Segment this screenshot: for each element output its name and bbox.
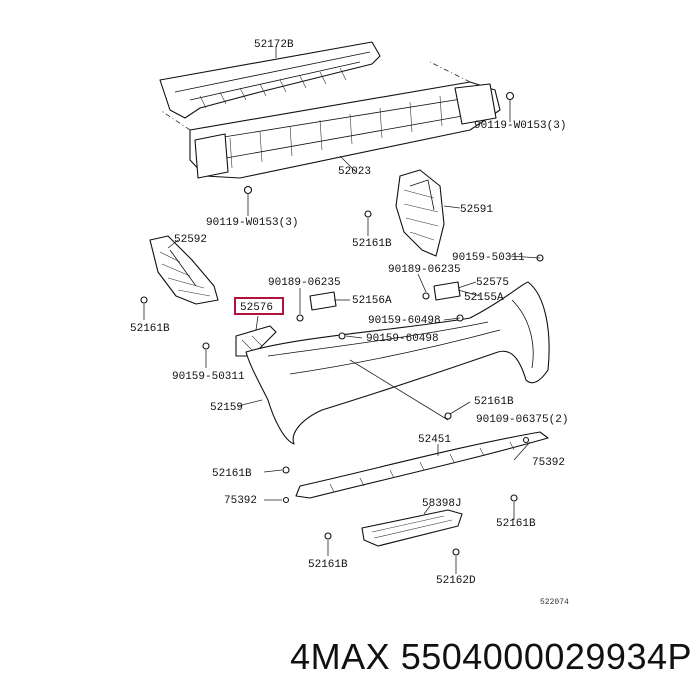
label-90119-w0153-top: 90119-W0153(3) (474, 120, 566, 132)
fasteners (140, 91, 544, 556)
label-52162d: 52162D (436, 575, 476, 587)
label-52161b-6: 52161B (308, 559, 348, 571)
label-52161b-3: 52161B (474, 396, 514, 408)
label-58398j: 58398J (422, 498, 462, 510)
label-52023: 52023 (338, 166, 371, 178)
part-labels: 52172B 90119-W0153(3) 52023 52591 90119-… (130, 39, 569, 607)
leader-lines (143, 46, 541, 574)
bracket-52156a (309, 291, 337, 311)
footer-caption: 4MAX 5504000029934P (0, 636, 700, 678)
label-75392-left: 75392 (224, 495, 257, 507)
label-90189-06235-left: 90189-06235 (268, 277, 341, 289)
bracket-52576 (235, 325, 277, 357)
label-90159-60498-a: 90159-60498 (368, 315, 441, 327)
highlight-box-52576 (234, 297, 284, 315)
label-52451: 52451 (418, 434, 451, 446)
label-90159-50311-left: 90159-50311 (172, 371, 245, 383)
bumper-cover-52159 (245, 281, 550, 445)
label-52161b-1: 52161B (352, 238, 392, 250)
label-90159-60498-b: 90159-60498 (366, 333, 439, 345)
lower-plate-58398j (361, 509, 463, 547)
label-52591: 52591 (460, 204, 493, 216)
label-52159: 52159 (210, 402, 243, 414)
retainer-52592 (149, 235, 219, 305)
label-52161b-5: 52161B (496, 518, 536, 530)
label-52156a: 52156A (352, 295, 392, 307)
label-52155a: 52155A (464, 292, 504, 304)
label-52172b: 52172B (254, 39, 294, 51)
label-90109-06375: 90109-06375(2) (476, 414, 568, 426)
label-52161b-2: 52161B (130, 323, 170, 335)
label-52592: 52592 (174, 234, 207, 246)
drawing-code: 522074 (540, 598, 569, 607)
label-52576: 52576 (240, 302, 273, 314)
reinforcement-upper-52172b (159, 41, 381, 119)
brand-name: 4MAX (290, 636, 391, 677)
label-90119-w0153-left: 90119-W0153(3) (206, 217, 298, 229)
label-75392-right: 75392 (532, 457, 565, 469)
bumper-beam-52023 (159, 61, 501, 179)
retainer-52591 (395, 169, 445, 257)
part-number: 5504000029934P (400, 636, 692, 677)
lower-garnish-52451 (295, 431, 549, 499)
label-90189-06235-right: 90189-06235 (388, 264, 461, 276)
label-52575: 52575 (476, 277, 509, 289)
label-90159-50311-right: 90159-50311 (452, 252, 525, 264)
bracket-52155a (433, 281, 461, 301)
label-52161b-4: 52161B (212, 468, 252, 480)
